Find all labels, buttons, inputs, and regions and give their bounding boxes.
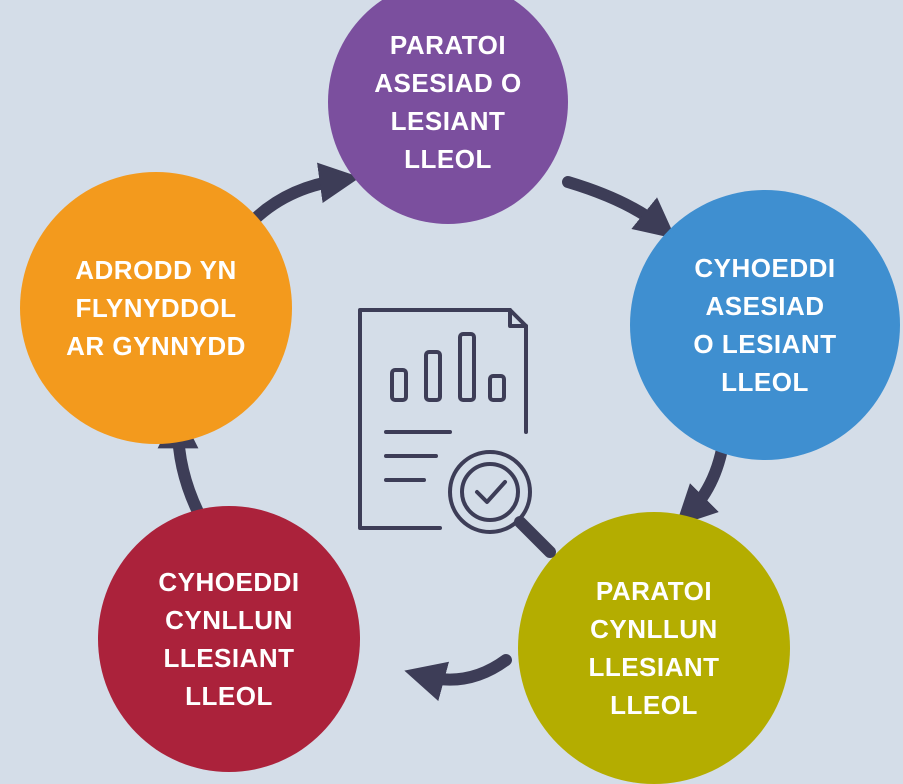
step-label-left: ADRODD YN FLYNYDDOL AR GYNNYDD <box>66 251 246 365</box>
step-line: LESIANT <box>390 106 506 136</box>
step-line: ADRODD YN <box>75 255 237 285</box>
step-line: CYHOEDDI <box>694 253 836 283</box>
step-line: O LESIANT <box>693 329 837 359</box>
step-line: LLESIANT <box>588 652 720 682</box>
step-circle-top: PARATOI ASESIAD O LESIANT LLEOL <box>328 0 568 224</box>
step-label-bottom-left: CYHOEDDI CYNLLUN LLESIANT LLEOL <box>158 563 299 715</box>
checkmark <box>475 480 507 504</box>
step-circle-bottom-left: CYHOEDDI CYNLLUN LLESIANT LLEOL <box>98 506 360 772</box>
arrow-top-to-right <box>562 176 676 239</box>
document-outline <box>358 308 528 530</box>
step-line: CYNLLUN <box>165 605 293 635</box>
step-circle-left: ADRODD YN FLYNYDDOL AR GYNNYDD <box>20 172 292 444</box>
step-line: CYNLLUN <box>590 614 718 644</box>
step-line: LLEOL <box>610 690 698 720</box>
step-line: LLEOL <box>404 144 492 174</box>
arrow-bottomleft-to-left <box>157 407 208 526</box>
doc-bar-1 <box>390 368 408 402</box>
step-line: ASESIAD O <box>374 68 522 98</box>
step-line: FLYNYDDOL <box>75 293 237 323</box>
step-label-top: PARATOI ASESIAD O LESIANT LLEOL <box>374 26 522 178</box>
step-line: CYHOEDDI <box>158 567 300 597</box>
step-line: LLEOL <box>185 681 273 711</box>
arrow-bottomright-to-bottomleft <box>404 654 512 702</box>
magnifier-lens <box>448 450 532 534</box>
step-line: LLEOL <box>721 367 809 397</box>
step-line: AR GYNNYDD <box>66 331 246 361</box>
step-line: PARATOI <box>595 576 713 606</box>
document-fold <box>508 308 528 328</box>
doc-bar-2 <box>424 350 442 402</box>
doc-bar-3 <box>458 332 476 402</box>
report-magnifier-icon <box>358 308 556 558</box>
step-circle-right: CYHOEDDI ASESIAD O LESIANT LLEOL <box>630 190 900 460</box>
step-label-right: CYHOEDDI ASESIAD O LESIANT LLEOL <box>693 249 836 401</box>
step-line: PARATOI <box>389 30 507 60</box>
magnifier-handle <box>514 516 556 558</box>
step-label-bottom-right: PARATOI CYNLLUN LLESIANT LLEOL <box>588 572 719 724</box>
step-circle-bottom-right: PARATOI CYNLLUN LLESIANT LLEOL <box>518 512 790 784</box>
doc-bar-4 <box>488 374 506 402</box>
step-line: LLESIANT <box>163 643 295 673</box>
magnifier-inner-ring <box>460 462 520 522</box>
step-line: ASESIAD <box>705 291 825 321</box>
